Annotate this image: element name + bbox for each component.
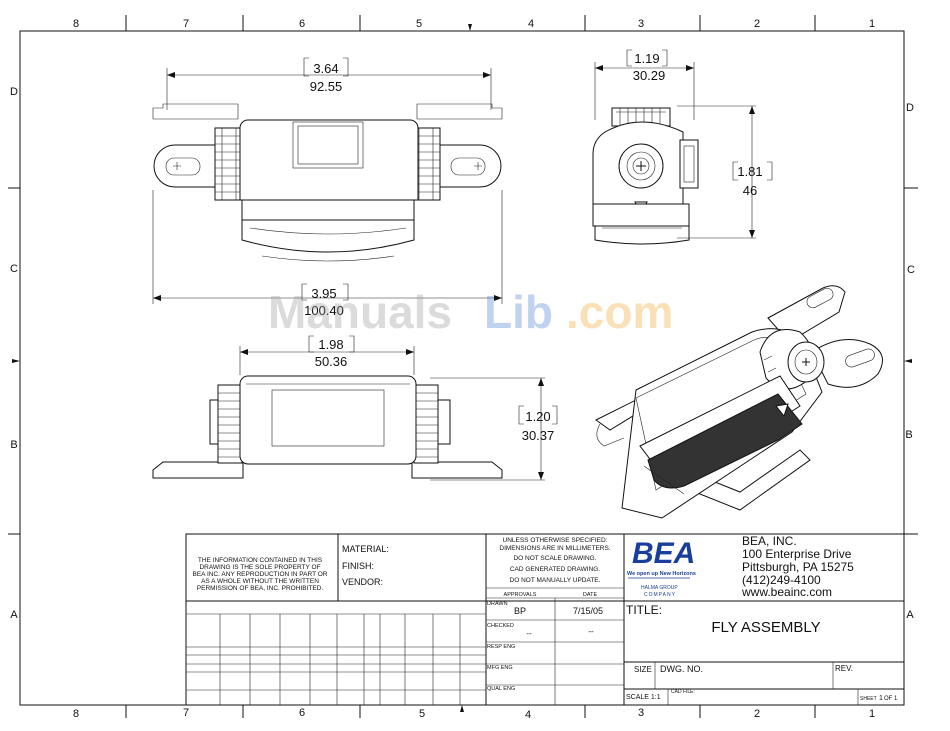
resp-eng-label: RESP ENG xyxy=(487,644,515,650)
col-label-top-1: 1 xyxy=(869,18,875,30)
finish-label: FINISH: xyxy=(342,561,374,571)
phone: (412)249-4100 xyxy=(742,573,821,587)
row-label-right-c: C xyxy=(907,264,915,276)
sheet-label: SHEET xyxy=(860,696,877,702)
drawn-date: 7/15/05 xyxy=(573,606,603,616)
notice-line-2: DRAWING IS THE SOLE PROPERTY OF xyxy=(199,564,320,571)
spec-line-2: DIMENSIONS ARE IN MILLIMETERS. xyxy=(499,545,610,552)
watermark-manuals: Manuals xyxy=(268,286,452,338)
website: www.beainc.com xyxy=(741,585,832,599)
bottom-view: 1.98 50.36 1.20 30.37 xyxy=(152,335,558,481)
notice-line-4: AS A WHOLE WITHOUT THE WRITTEN xyxy=(201,578,319,585)
scale-label: SCALE 1:1 xyxy=(626,694,661,701)
row-label-left-b: B xyxy=(10,439,17,451)
dim-bottom-height-inch: 1.20 xyxy=(525,409,550,424)
dim-overall-width-inch: 3.95 xyxy=(311,286,336,301)
logo-tagline: We open up New Horizons xyxy=(627,571,696,577)
spec-line-5: DO NOT MANUALLY UPDATE. xyxy=(510,577,601,584)
approvals-label: APPROVALS xyxy=(504,592,537,598)
checked-label: CHECKED xyxy=(487,623,514,629)
drawn-by: BP xyxy=(514,606,526,616)
row-label-right-a: A xyxy=(906,609,914,621)
top-view: 3.64 92.55 3.95 100.40 xyxy=(152,57,503,318)
row-label-left-d: D xyxy=(10,86,18,98)
col-label-bottom-3: 3 xyxy=(638,707,644,719)
col-label-top-4: 4 xyxy=(528,18,534,30)
halma-group: HALMA GROUP xyxy=(641,585,678,591)
watermark: Manuals Lib .com xyxy=(268,286,673,338)
cad-file-label: CAD FILE: xyxy=(671,689,695,695)
checked-date: -- xyxy=(588,627,594,636)
date-label: DATE xyxy=(583,592,598,598)
sheet-of: OF 1 xyxy=(884,696,898,702)
col-label-top-6: 6 xyxy=(299,18,305,30)
watermark-lib: Lib xyxy=(484,286,553,338)
col-label-bottom-2: 2 xyxy=(754,708,760,720)
border-ticks xyxy=(8,15,918,718)
dim-bottom-height-mm: 30.37 xyxy=(522,428,555,443)
dim-side-width-inch: 1.19 xyxy=(634,51,659,66)
row-label-right-b: B xyxy=(905,429,912,441)
spec-line-1: UNLESS OTHERWISE SPECIFIED: xyxy=(503,537,608,544)
row-label-left-c: C xyxy=(10,263,18,275)
company-name: BEA, INC. xyxy=(742,534,797,548)
mfg-eng-label: MFG ENG xyxy=(487,665,513,671)
rev-label: REV. xyxy=(835,664,853,673)
material-label: MATERIAL: xyxy=(342,544,389,554)
col-label-bottom-7: 7 xyxy=(183,707,189,719)
col-label-top-8: 8 xyxy=(73,18,79,30)
address-line-2: Pittsburgh, PA 15275 xyxy=(742,560,854,574)
watermark-com: .com xyxy=(566,286,673,338)
address-line-1: 100 Enterprise Drive xyxy=(742,547,852,561)
col-label-bottom-4: 4 xyxy=(525,709,531,721)
dim-top-width-mm: 92.55 xyxy=(310,79,343,94)
drawn-label: DRAWN xyxy=(487,601,508,607)
col-label-bottom-5: 5 xyxy=(419,708,425,720)
vendor-label: VENDOR: xyxy=(342,577,383,587)
dim-side-height-mm: 46 xyxy=(743,183,757,198)
spec-line-3: DO NOT SCALE DRAWING. xyxy=(513,555,596,562)
title-label: TITLE: xyxy=(626,603,662,617)
sheet-number: 1 xyxy=(879,695,883,702)
title-block: THE INFORMATION CONTAINED IN THIS DRAWIN… xyxy=(185,533,905,706)
col-label-bottom-6: 6 xyxy=(299,707,305,719)
dim-side-height-inch: 1.81 xyxy=(737,164,762,179)
notice-line-1: THE INFORMATION CONTAINED IN THIS xyxy=(198,557,323,564)
row-label-left-a: A xyxy=(10,609,18,621)
halma-company: COMPANY xyxy=(644,592,676,598)
qual-eng-label: QUAL ENG xyxy=(487,686,515,692)
drawing-title: FLY ASSEMBLY xyxy=(711,619,820,636)
col-label-top-7: 7 xyxy=(183,18,189,30)
col-label-bottom-8: 8 xyxy=(73,708,79,720)
checked-by: -- xyxy=(526,629,532,638)
isometric-view xyxy=(595,285,883,519)
logo-text: BEA xyxy=(632,537,695,570)
dim-side-height-mm-side: 30.29 xyxy=(633,68,666,83)
col-label-top-3: 3 xyxy=(638,18,644,30)
dim-bottom-width-mm: 50.36 xyxy=(315,354,348,369)
col-label-bottom-1: 1 xyxy=(869,708,875,720)
dim-overall-width-mm: 100.40 xyxy=(304,303,344,318)
dwg-no-label: DWG. NO. xyxy=(660,664,703,674)
spec-line-4: CAD GENERATED DRAWING. xyxy=(510,566,600,573)
border-labels: 8 7 6 5 4 3 2 1 8 7 6 5 4 3 2 1 D C B A … xyxy=(10,18,915,721)
dim-top-width-inch: 3.64 xyxy=(313,61,338,76)
notice-line-5: PERMISSION OF BEA, INC. PROHIBITED. xyxy=(197,585,324,592)
dim-bottom-width-inch: 1.98 xyxy=(318,337,343,352)
row-label-right-d: D xyxy=(906,102,914,114)
col-label-top-2: 2 xyxy=(754,18,760,30)
notice-line-3: BEA INC. ANY REPRODUCTION IN PART OR xyxy=(193,571,328,578)
side-view: 1.19 30.29 1.81 46 xyxy=(592,49,773,245)
col-label-top-5: 5 xyxy=(416,18,422,30)
size-label: SIZE xyxy=(634,665,652,674)
bea-logo: BEA We open up New Horizons HALMA GROUP … xyxy=(627,537,696,598)
